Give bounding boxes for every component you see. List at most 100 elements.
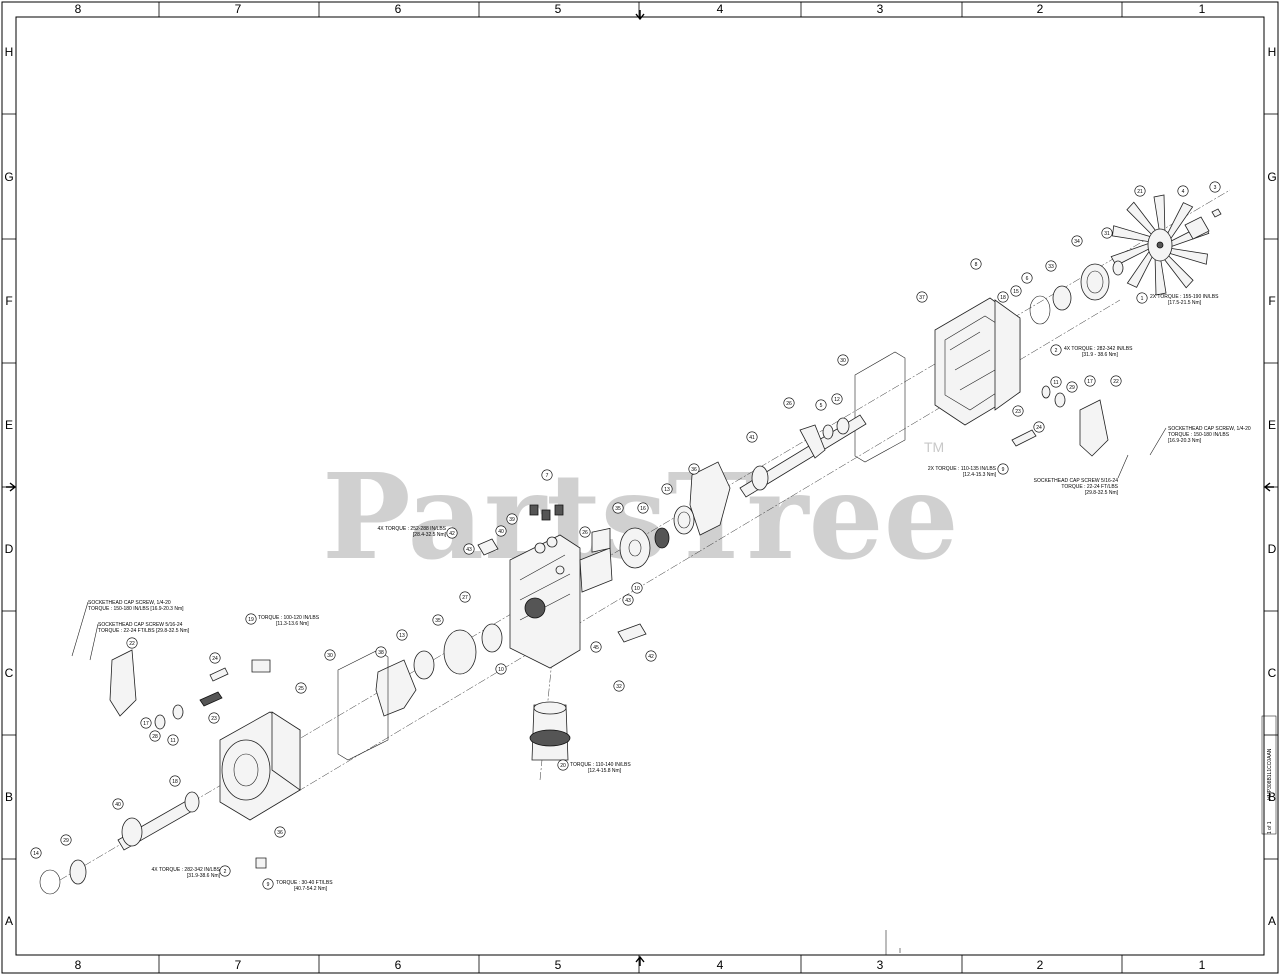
svg-text:[12.4-15.8 Nm]: [12.4-15.8 Nm] <box>588 768 622 774</box>
cylinder-block-upper <box>619 527 670 569</box>
torque-note-n6: 4X TORQUE : 252-288 IN/LBS[28.4-32.5 Nm] <box>378 526 447 538</box>
callout-29: 29 <box>60 834 72 846</box>
svg-text:[29.8-32.5 Nm]: [29.8-32.5 Nm] <box>1085 490 1119 496</box>
callout-8: 8 <box>970 258 982 270</box>
svg-text:SOCKETHEAD CAP SCREW, 1/4-20: SOCKETHEAD CAP SCREW, 1/4-20 <box>1168 426 1251 432</box>
svg-text:4X TORQUE : 282-342 IN/LBS: 4X TORQUE : 282-342 IN/LBS <box>152 867 221 873</box>
col-label-top-7: 7 <box>235 2 242 16</box>
svg-text:TORQUE : 150-180 IN/LBS [16.9-: TORQUE : 150-180 IN/LBS [16.9-20.3 Nm] <box>88 606 184 612</box>
svg-text:2X TORQUE : 155-190 IN/LBS: 2X TORQUE : 155-190 IN/LBS <box>1150 294 1219 300</box>
svg-text:[31.9-38.6 Nm]: [31.9-38.6 Nm] <box>187 873 221 879</box>
col-label-bottom-1: 1 <box>1199 958 1206 972</box>
callout-2: 2 <box>1050 344 1062 356</box>
svg-text:25: 25 <box>298 686 304 692</box>
torque-note-n11: 4X TORQUE : 282-342 IN/LBS[31.9-38.6 Nm] <box>152 867 221 879</box>
callout-13: 13 <box>396 629 408 641</box>
callout-38: 38 <box>375 646 387 658</box>
row-label-right-C: C <box>1268 666 1277 680</box>
callout-19: 19 <box>245 613 257 625</box>
svg-text:16: 16 <box>640 506 646 512</box>
arrow-right-icon <box>1263 482 1274 492</box>
callout-17: 17 <box>1084 375 1096 387</box>
svg-text:42: 42 <box>648 654 654 660</box>
svg-text:39: 39 <box>509 517 515 523</box>
svg-text:24: 24 <box>212 656 218 662</box>
svg-text:4X TORQUE : 252-288 IN/LBS: 4X TORQUE : 252-288 IN/LBS <box>378 526 447 532</box>
gasket-upper <box>854 351 906 463</box>
col-label-top-3: 3 <box>877 2 884 16</box>
svg-text:SOCKETHEAD CAP SCREW 5/16-24: SOCKETHEAD CAP SCREW 5/16-24 <box>1034 478 1119 484</box>
callout-12: 12 <box>831 393 843 405</box>
callout-22: 22 <box>126 637 138 649</box>
check-valves <box>477 504 647 643</box>
callout-4: 4 <box>1177 185 1189 197</box>
torque-note-n2: 4X TORQUE : 282-342 IN/LBS[31.9 - 38.6 N… <box>1064 346 1133 358</box>
svg-text:2: 2 <box>1055 348 1058 354</box>
svg-text:36: 36 <box>691 467 697 473</box>
callout-42: 42 <box>645 650 657 662</box>
row-label-right-B: B <box>1268 790 1276 804</box>
col-label-bottom-8: 8 <box>75 958 82 972</box>
callout-11: 11 <box>1050 376 1062 388</box>
svg-text:18: 18 <box>1000 295 1006 301</box>
svg-text:9: 9 <box>1002 467 1005 473</box>
callout-13: 13 <box>661 483 673 495</box>
svg-text:SOCKETHEAD CAP SCREW 5/16-24: SOCKETHEAD CAP SCREW 5/16-24 <box>98 622 183 628</box>
callout-36: 36 <box>274 826 286 838</box>
pulley <box>1052 260 1124 311</box>
svg-text:13: 13 <box>399 633 405 639</box>
control-arm-left <box>109 649 229 730</box>
svg-text:31: 31 <box>1104 231 1110 237</box>
svg-text:[31.9 - 38.6 Nm]: [31.9 - 38.6 Nm] <box>1082 352 1118 358</box>
svg-text:33: 33 <box>1048 264 1054 270</box>
callout-3: 3 <box>1209 181 1221 193</box>
row-label-right-F: F <box>1268 294 1275 308</box>
col-label-top-6: 6 <box>395 2 402 16</box>
callout-31: 31 <box>1101 227 1113 239</box>
callout-43: 43 <box>463 543 475 555</box>
svg-text:[12.4-15.3 Nm]: [12.4-15.3 Nm] <box>963 472 997 478</box>
svg-text:17: 17 <box>143 721 149 727</box>
col-label-top-5: 5 <box>555 2 562 16</box>
svg-text:32: 32 <box>616 684 622 690</box>
svg-text:22: 22 <box>129 641 135 647</box>
callout-23: 23 <box>1012 405 1024 417</box>
svg-text:5: 5 <box>820 403 823 409</box>
callout-26: 26 <box>579 526 591 538</box>
callout-21: 21 <box>1134 185 1146 197</box>
svg-text:36: 36 <box>277 830 283 836</box>
svg-text:4: 4 <box>1182 189 1185 195</box>
callout-36: 36 <box>688 463 700 475</box>
svg-text:26: 26 <box>582 530 588 536</box>
callout-25: 25 <box>295 682 307 694</box>
col-label-bottom-2: 2 <box>1037 958 1044 972</box>
svg-text:[11.3-13.6 Nm]: [11.3-13.6 Nm] <box>276 621 309 627</box>
svg-text:2X TORQUE : 110-135 IN/LBS: 2X TORQUE : 110-135 IN/LBS <box>928 466 997 472</box>
center-section <box>509 534 613 669</box>
torque-note-n10: TORQUE : 110-140 IN/LBS[12.4-15.8 Nm] <box>570 762 631 774</box>
svg-text:40: 40 <box>498 529 504 535</box>
row-label-left-C: C <box>5 666 14 680</box>
callout-30: 30 <box>324 649 336 661</box>
svg-text:10: 10 <box>498 667 504 673</box>
svg-text:29: 29 <box>63 838 69 844</box>
callout-35: 35 <box>432 614 444 626</box>
col-label-bottom-5: 5 <box>555 958 562 972</box>
callout-16: 16 <box>637 502 649 514</box>
svg-text:23: 23 <box>211 716 217 722</box>
row-label-left-E: E <box>5 418 13 432</box>
svg-text:10: 10 <box>634 586 640 592</box>
torque-note-n9: TORQUE : 100-120 IN/LBS[11.3-13.6 Nm] <box>258 615 320 627</box>
svg-text:34: 34 <box>1074 239 1080 245</box>
svg-text:6: 6 <box>1026 276 1029 282</box>
col-label-bottom-4: 4 <box>717 958 724 972</box>
shaft-upper <box>739 414 867 498</box>
callout-27: 27 <box>459 591 471 603</box>
svg-text:1: 1 <box>1141 296 1144 302</box>
